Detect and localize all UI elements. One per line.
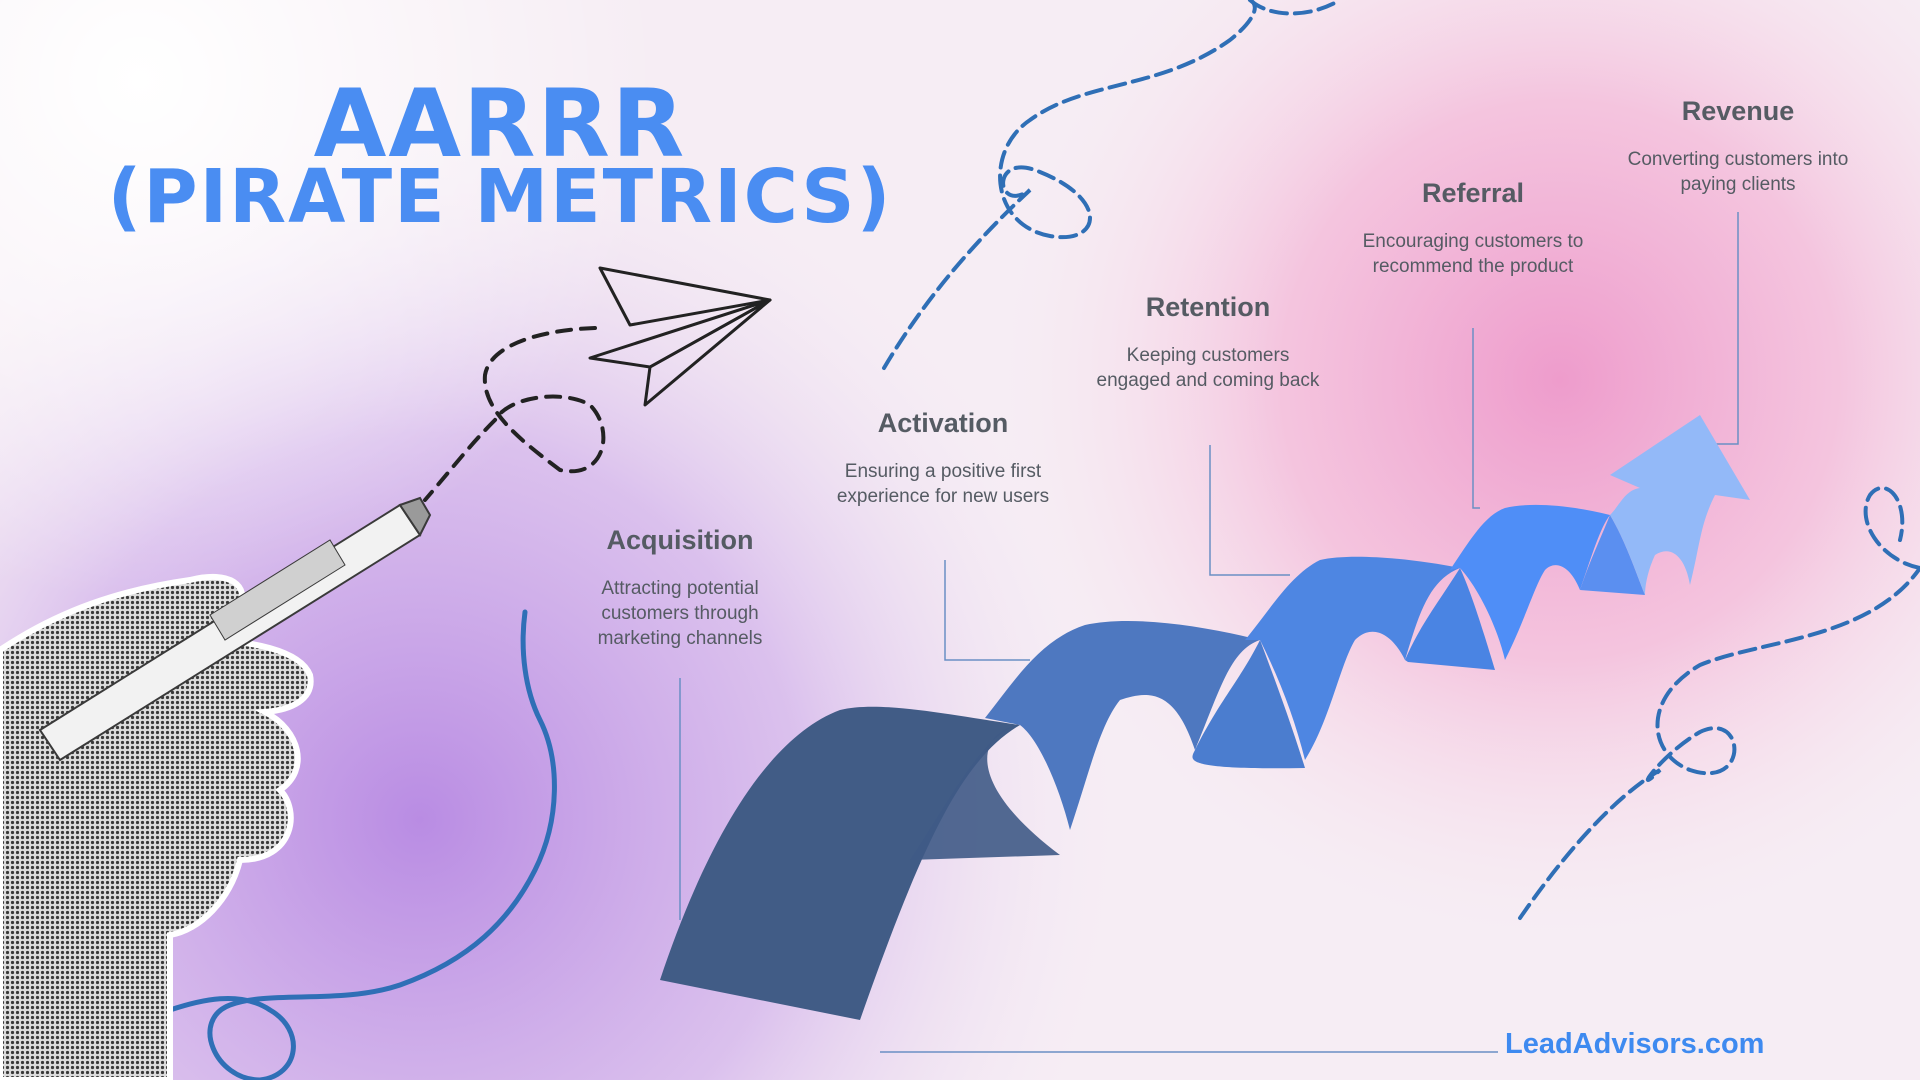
stage-acquisition: Acquisition Attracting potential custome…: [545, 525, 815, 651]
brand-link[interactable]: LeadAdvisors.com: [1505, 1028, 1765, 1060]
stage-ribbon-acquisition: [660, 706, 1020, 1020]
stage-revenue: Revenue Converting customers into paying…: [1603, 96, 1873, 197]
stage-name: Referral: [1421, 178, 1525, 208]
title-line-1: AARRR: [313, 70, 687, 179]
stage-name: Revenue: [1681, 96, 1795, 126]
stage-ribbon-retention: [1192, 556, 1460, 769]
stage-referral: Referral Encouraging customers to recomm…: [1338, 178, 1608, 279]
stage-description: Attracting potential customers through m…: [597, 578, 763, 649]
paper-plane-icon: [588, 266, 772, 407]
stage-description: Converting customers into paying clients: [1627, 149, 1849, 195]
dashed-decorative-lines: [882, 0, 1920, 920]
swirl-line: [167, 609, 557, 1080]
stage-ribbon-activation: [910, 620, 1260, 860]
stage-retention: Retention Keeping customers engaged and …: [1073, 292, 1343, 393]
stage-activation: Activation Ensuring a positive first exp…: [808, 408, 1078, 509]
stage-ribbon-revenue: [1580, 415, 1750, 595]
stage-description: Encouraging customers to recommend the p…: [1362, 231, 1584, 277]
stage-description: Ensuring a positive first experience for…: [836, 461, 1050, 507]
dashed-flight-path: [423, 326, 606, 502]
hand-with-marker: [0, 496, 432, 1080]
stage-description: Keeping customers engaged and coming bac…: [1096, 345, 1320, 391]
stage-ribbon-referral: [1405, 504, 1610, 670]
stage-name: Activation: [877, 408, 1009, 438]
title-line-2: (PIRATE METRICS): [107, 154, 893, 240]
connector-lines: [679, 212, 1739, 1053]
stage-name: Acquisition: [606, 525, 754, 555]
stage-name: Retention: [1145, 292, 1271, 322]
